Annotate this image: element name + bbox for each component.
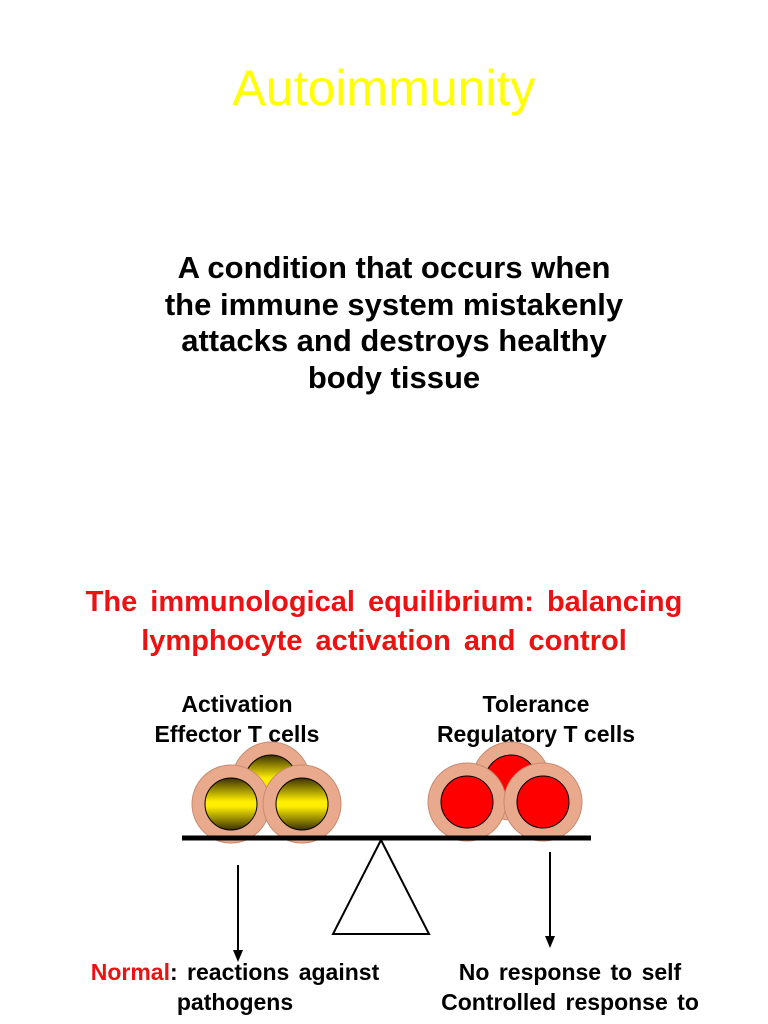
activation-label: Activation Effector T cells (112, 689, 362, 749)
activation-outcome: Normal: reactions against pathogens (50, 957, 420, 1017)
activation-outcome-line1: Normal: reactions against (50, 957, 420, 987)
definition-text: A condition that occurs when the immune … (90, 250, 698, 396)
effector-cell-cluster (191, 741, 342, 844)
heading-line: lymphocyte activation and control (141, 625, 627, 657)
normal-keyword: Normal (90, 959, 170, 985)
regulatory-cells-label: Regulatory T cells (436, 721, 636, 747)
right-down-arrow (545, 852, 555, 948)
regulatory-cell-left (427, 762, 507, 842)
tolerance-outcome-line1: No response to self (458, 959, 682, 985)
tolerance-title: Tolerance (482, 691, 590, 717)
equilibrium-heading: The immunological equilibrium: balancing… (20, 583, 748, 661)
definition-line: the immune system mistakenly (164, 286, 624, 322)
left-down-arrow (233, 865, 243, 962)
activation-outcome-text: : reactions against (170, 959, 380, 985)
tolerance-label: Tolerance Regulatory T cells (406, 689, 666, 749)
heading-line: The immunological equilibrium: balancing (85, 586, 683, 618)
tolerance-outcome-line2: Controlled response to (441, 989, 699, 1015)
activation-outcome-line2: pathogens (176, 989, 294, 1015)
activation-title: Activation (181, 691, 293, 717)
effector-cell-right (262, 764, 342, 844)
fulcrum-triangle (331, 837, 431, 935)
tolerance-outcome: No response to self Controlled response … (415, 957, 725, 1017)
definition-line: body tissue (307, 359, 481, 395)
page-title: Autoimmunity (232, 60, 536, 116)
effector-cell-left (191, 764, 271, 844)
effector-cells-label: Effector T cells (154, 721, 320, 747)
regulatory-cell-right (503, 762, 583, 842)
regulatory-cell-cluster (427, 741, 583, 842)
definition-line: attacks and destroys healthy (181, 323, 607, 358)
definition-line: A condition that occurs when (177, 250, 611, 285)
